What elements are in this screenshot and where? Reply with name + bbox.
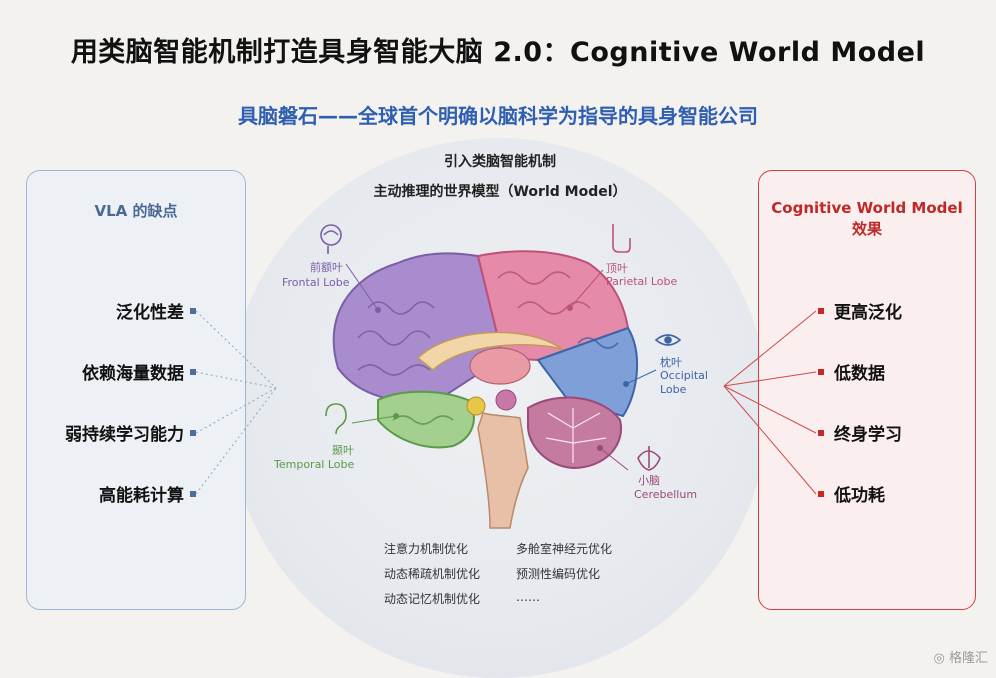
- optimization-item: 动态记忆机制优化: [384, 592, 481, 606]
- occipital-lobe-label-en2: Lobe: [660, 383, 687, 396]
- bullet-icon: [818, 308, 824, 314]
- center-heading-line2: 主动推理的世界模型（World Model）: [373, 184, 627, 200]
- bullet-icon: [190, 430, 196, 436]
- drawback-item: 依赖海量数据: [82, 364, 184, 384]
- cerebellum-shape: [527, 396, 623, 470]
- drawback-item: 弱持续学习能力: [65, 425, 184, 445]
- drawback-item: 泛化性差: [116, 303, 184, 323]
- main-title: 用类脑智能机制打造具身智能大脑 2.0：Cognitive World Mode…: [70, 37, 926, 68]
- parietal-lobe-label-en: Parietal Lobe: [606, 275, 678, 288]
- optimization-item: 预测性编码优化: [516, 567, 601, 581]
- optimization-item: 注意力机制优化: [384, 542, 469, 556]
- frontal-lobe-label-cn: 前额叶: [310, 261, 343, 274]
- hand-pointer-icon: [612, 224, 631, 253]
- temporal-lobe-label-cn: 颞叶: [332, 444, 354, 457]
- brainstem-shape: [477, 412, 529, 529]
- cwm-effects-title-line1: Cognitive World Model: [771, 199, 963, 217]
- background-circle: [228, 138, 768, 678]
- head-brain-icon: [320, 224, 342, 254]
- frontal-lobe-shape: [332, 252, 505, 403]
- optimization-item: 多舱室神经元优化: [516, 542, 613, 556]
- parietal-lobe-label-cn: 顶叶: [606, 262, 628, 275]
- temporal-lobe-label-en: Temporal Lobe: [274, 458, 355, 471]
- eye-icon: [654, 334, 682, 346]
- watermark-icon: ◎: [933, 651, 945, 666]
- cerebellum-label-cn: 小脑: [638, 474, 660, 487]
- watermark-logo: ◎ 格隆汇: [934, 647, 989, 666]
- effect-item: 终身学习: [834, 425, 902, 445]
- bullet-icon: [818, 491, 824, 497]
- effect-item: 低数据: [834, 364, 885, 384]
- optimization-item: ……: [516, 590, 540, 604]
- bullet-icon: [190, 491, 196, 497]
- cerebellum-label-en: Cerebellum: [634, 488, 698, 501]
- cwm-effects-title-line2: 效果: [851, 220, 882, 238]
- center-heading-line1: 引入类脑智能机制: [444, 154, 556, 170]
- occipital-lobe-label-cn: 枕叶: [660, 356, 682, 369]
- bullet-icon: [190, 308, 196, 314]
- occipital-lobe-label-en: Occipital: [660, 369, 708, 382]
- vla-drawbacks-panel: [26, 170, 246, 610]
- watermark-text: 格隆汇: [948, 651, 988, 666]
- optimization-item: 动态稀疏机制优化: [384, 567, 481, 581]
- cwm-effects-panel: [758, 170, 976, 610]
- ear-icon: [325, 403, 347, 435]
- brain-illustration: [320, 224, 682, 529]
- bullet-icon: [190, 369, 196, 375]
- bullet-icon: [818, 430, 824, 436]
- frontal-lobe-label-en: Frontal Lobe: [282, 276, 350, 289]
- subtitle: 具脑磐石——全球首个明确以脑科学为指导的具身智能公司: [238, 104, 758, 128]
- cwm-effects-title: Cognitive World Model 效果: [758, 198, 976, 240]
- effect-item: 更高泛化: [834, 303, 902, 323]
- effect-item: 低功耗: [834, 486, 885, 506]
- vla-drawbacks-title: VLA 的缺点: [94, 202, 178, 220]
- temporal-lobe-shape: [377, 390, 475, 449]
- drawback-item: 高能耗计算: [99, 486, 184, 506]
- cerebellum-icon: [637, 446, 661, 471]
- bullet-icon: [818, 369, 824, 375]
